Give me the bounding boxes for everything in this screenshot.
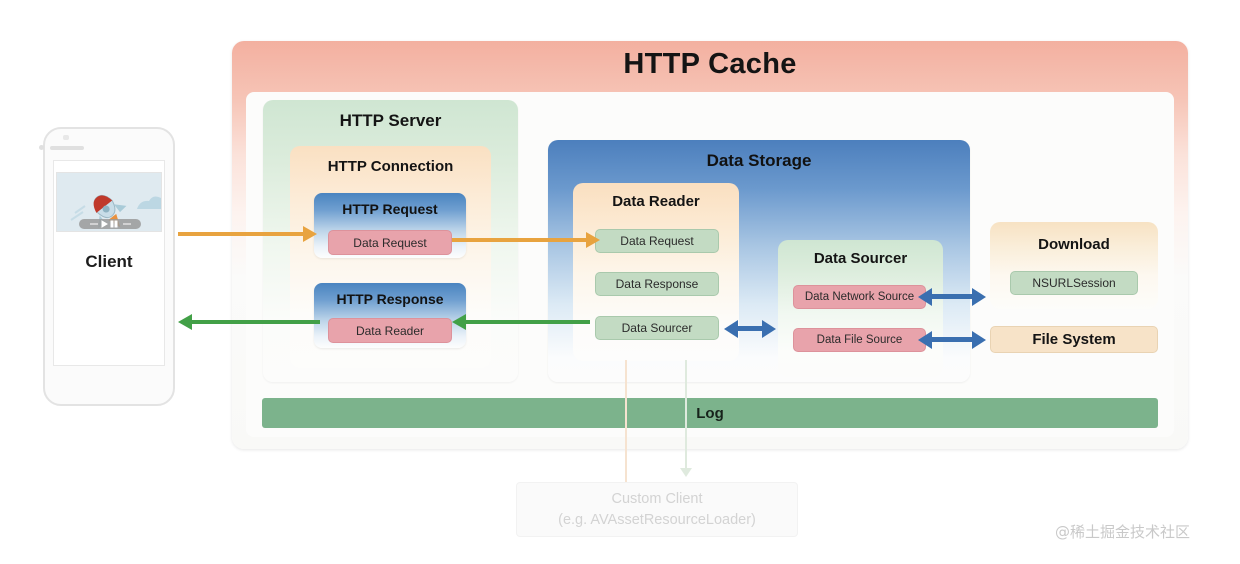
arrow-reader-sourcer-head-right-icon [762, 320, 776, 338]
pill-data-sourcer-reader: Data Sourcer [595, 316, 719, 340]
arrow-file-filesystem-line [932, 337, 976, 342]
http-cache-title: HTTP Cache [623, 48, 797, 80]
arrow-response-to-client-line [192, 320, 320, 324]
pill-data-reader: Data Reader [328, 318, 452, 343]
arrow-client-to-request-line [178, 232, 306, 236]
arrow-network-download-line [932, 294, 976, 299]
arrow-reader-sourcer-line [738, 326, 768, 331]
arrow-network-download-head-left-icon [918, 288, 932, 306]
rocket-illustration-icon [56, 172, 162, 232]
custom-client-box: Custom Client (e.g. AVAssetResourceLoade… [516, 482, 798, 537]
pill-data-request-reader: Data Request [595, 229, 719, 253]
http-response-title: HTTP Response [336, 291, 444, 307]
client-label: Client [85, 252, 133, 271]
data-storage-title: Data Storage [706, 151, 812, 170]
http-connection-title: HTTP Connection [327, 158, 454, 175]
pill-data-network-source: Data Network Source [793, 285, 926, 309]
arrow-response-to-client-head-icon [178, 314, 192, 330]
pill-data-file-source: Data File Source [793, 328, 926, 352]
arrow-reader-to-response-head-icon [452, 314, 466, 330]
device-sensor-icon [63, 135, 69, 140]
log-bar: Log [262, 398, 1158, 428]
data-reader-title: Data Reader [612, 193, 700, 210]
download-title: Download [1038, 236, 1110, 253]
arrow-request-to-reader-head-icon [586, 232, 600, 248]
arrow-file-filesystem-head-left-icon [918, 331, 932, 349]
arrow-client-to-request-head-icon [303, 226, 317, 242]
http-request-title: HTTP Request [342, 201, 438, 217]
arrow-file-filesystem-head-right-icon [972, 331, 986, 349]
data-sourcer-title: Data Sourcer [813, 250, 908, 267]
custom-client-line2: (e.g. AVAssetResourceLoader) [558, 511, 756, 528]
pill-nsurlsession: NSURLSession [1010, 271, 1138, 295]
arrow-reader-to-response-line [466, 320, 590, 324]
connector-line-green [685, 360, 687, 470]
http-server-title: HTTP Server [339, 111, 442, 130]
connector-line-orange [625, 360, 627, 482]
device-speaker-icon [50, 146, 84, 150]
arrow-reader-sourcer-head-left-icon [724, 320, 738, 338]
arrow-network-download-head-right-icon [972, 288, 986, 306]
arrow-request-to-reader-line [452, 238, 590, 242]
pill-data-request: Data Request [328, 230, 452, 255]
pill-data-response-reader: Data Response [595, 272, 719, 296]
custom-client-line1: Custom Client [611, 490, 703, 507]
watermark: @稀土掘金技术社区 [1055, 523, 1191, 541]
device-camera-icon [39, 145, 44, 150]
file-system-bar: File System [990, 326, 1158, 353]
connector-arrowhead-down-icon [680, 468, 692, 477]
